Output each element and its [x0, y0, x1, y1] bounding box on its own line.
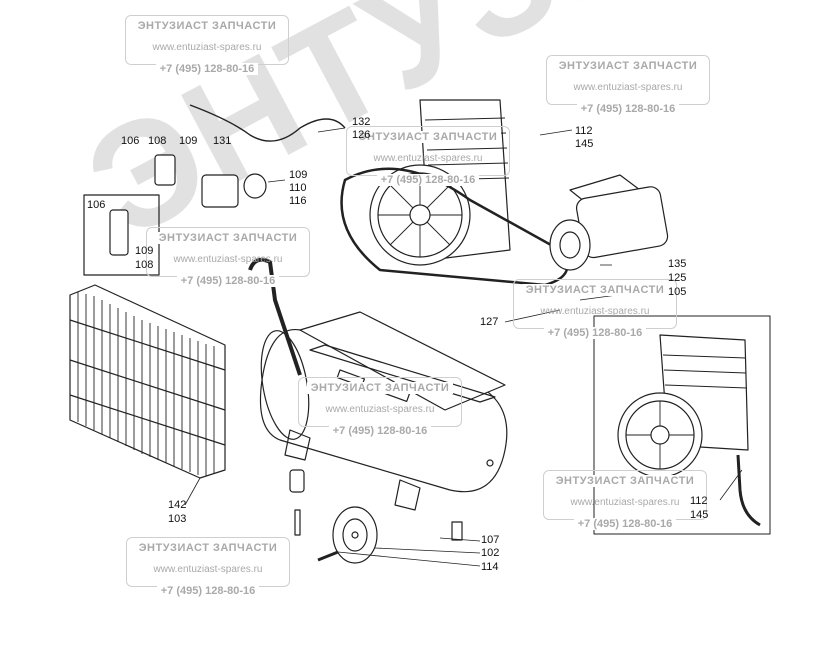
- watermark-url: www.entuziast-spares.ru: [573, 82, 683, 93]
- wheel: [332, 506, 378, 564]
- watermark-url: www.entuziast-spares.ru: [325, 404, 435, 415]
- part-label: 127: [480, 316, 499, 328]
- watermark-url: www.entuziast-spares.ru: [373, 153, 483, 164]
- electric-motor: [549, 174, 669, 271]
- inset-pump: [617, 334, 761, 527]
- watermark-box-5: ЭНТУЗИАСТ ЗАПЧАСТИ www.entuziast-spares.…: [513, 279, 677, 339]
- part-label: 106: [87, 199, 106, 211]
- pressure-switch: [201, 174, 239, 208]
- power-cord: [189, 104, 346, 142]
- part-label: 109: [179, 135, 198, 147]
- part-label: 126: [352, 129, 371, 141]
- part-label: 105: [668, 286, 687, 298]
- part-label: 142: [168, 499, 187, 511]
- gauge: [243, 173, 267, 199]
- watermark-box-4: ЭНТУЗИАСТ ЗАПЧАСТИ www.entuziast-spares.…: [146, 227, 310, 287]
- part-label: 135: [668, 258, 687, 270]
- part-label: 145: [690, 509, 709, 521]
- part-label: 112: [575, 125, 593, 137]
- inset-regulator: [109, 209, 129, 256]
- watermark-box-8: ЭНТУЗИАСТ ЗАПЧАСТИ www.entuziast-spares.…: [126, 537, 290, 597]
- part-label: 108: [135, 259, 154, 271]
- part-label: 107: [481, 534, 500, 546]
- part-label: 108: [148, 135, 167, 147]
- watermark-phone: +7 (495) 128-80-16: [543, 327, 647, 339]
- watermark-title: ЭНТУЗИАСТ ЗАПЧАСТИ: [554, 60, 702, 72]
- axle-bolt: [317, 550, 339, 562]
- part-label: 125: [668, 272, 687, 284]
- part-label: 114: [481, 561, 499, 573]
- watermark-title: ЭНТУЗИАСТ ЗАПЧАСТИ: [354, 131, 502, 143]
- watermark-box-2: ЭНТУЗИАСТ ЗАПЧАСТИ www.entuziast-spares.…: [546, 55, 710, 115]
- part-label: 132: [352, 116, 371, 128]
- part-label: 106: [121, 135, 140, 147]
- watermark-title: ЭНТУЗИАСТ ЗАПЧАСТИ: [306, 382, 454, 394]
- part-label: 145: [575, 138, 594, 150]
- part-label: 103: [168, 513, 187, 525]
- watermark-box-1: ЭНТУЗИАСТ ЗАПЧАСТИ www.entuziast-spares.…: [125, 15, 289, 75]
- watermark-title: ЭНТУЗИАСТ ЗАПЧАСТИ: [154, 232, 302, 244]
- part-label: 102: [481, 547, 500, 559]
- watermark-title: ЭНТУЗИАСТ ЗАПЧАСТИ: [521, 284, 669, 296]
- delivery-pipe: [248, 257, 302, 376]
- part-label: 109: [289, 169, 308, 181]
- regulator: [154, 154, 176, 186]
- guard-grille: [69, 284, 226, 479]
- watermark-url: www.entuziast-spares.ru: [540, 306, 650, 317]
- part-label: 109: [135, 245, 154, 257]
- watermark-title: ЭНТУЗИАСТ ЗАПЧАСТИ: [133, 20, 281, 32]
- inset-frame: [593, 315, 771, 535]
- watermark-url: www.entuziast-spares.ru: [570, 497, 680, 508]
- watermark-url: www.entuziast-spares.ru: [173, 254, 283, 265]
- part-label: 110: [289, 182, 307, 194]
- watermark-box-3: ЭНТУЗИАСТ ЗАПЧАСТИ www.entuziast-spares.…: [346, 126, 510, 186]
- watermark-title: ЭНТУЗИАСТ ЗАПЧАСТИ: [551, 475, 699, 487]
- watermark-box-7: ЭНТУЗИАСТ ЗАПЧАСТИ www.entuziast-spares.…: [543, 470, 707, 530]
- part-label: 131: [213, 135, 232, 147]
- watermark-phone: +7 (495) 128-80-16: [573, 518, 677, 530]
- watermark-phone: +7 (495) 128-80-16: [376, 174, 480, 186]
- watermark-phone: +7 (495) 128-80-16: [155, 63, 259, 75]
- watermark-phone: +7 (495) 128-80-16: [328, 425, 432, 437]
- watermark-box-6: ЭНТУЗИАСТ ЗАПЧАСТИ www.entuziast-spares.…: [298, 377, 462, 437]
- watermark-phone: +7 (495) 128-80-16: [156, 585, 260, 597]
- watermark-phone: +7 (495) 128-80-16: [176, 275, 280, 287]
- part-label: 112: [690, 495, 708, 507]
- watermark-url: www.entuziast-spares.ru: [153, 564, 263, 575]
- foot-rubber: [289, 469, 305, 493]
- bolt: [294, 509, 301, 536]
- part-label: 116: [289, 195, 307, 207]
- watermark-phone: +7 (495) 128-80-16: [576, 103, 680, 115]
- watermark-url: www.entuziast-spares.ru: [152, 42, 262, 53]
- drain-valve: [451, 521, 463, 541]
- watermark-title: ЭНТУЗИАСТ ЗАПЧАСТИ: [134, 542, 282, 554]
